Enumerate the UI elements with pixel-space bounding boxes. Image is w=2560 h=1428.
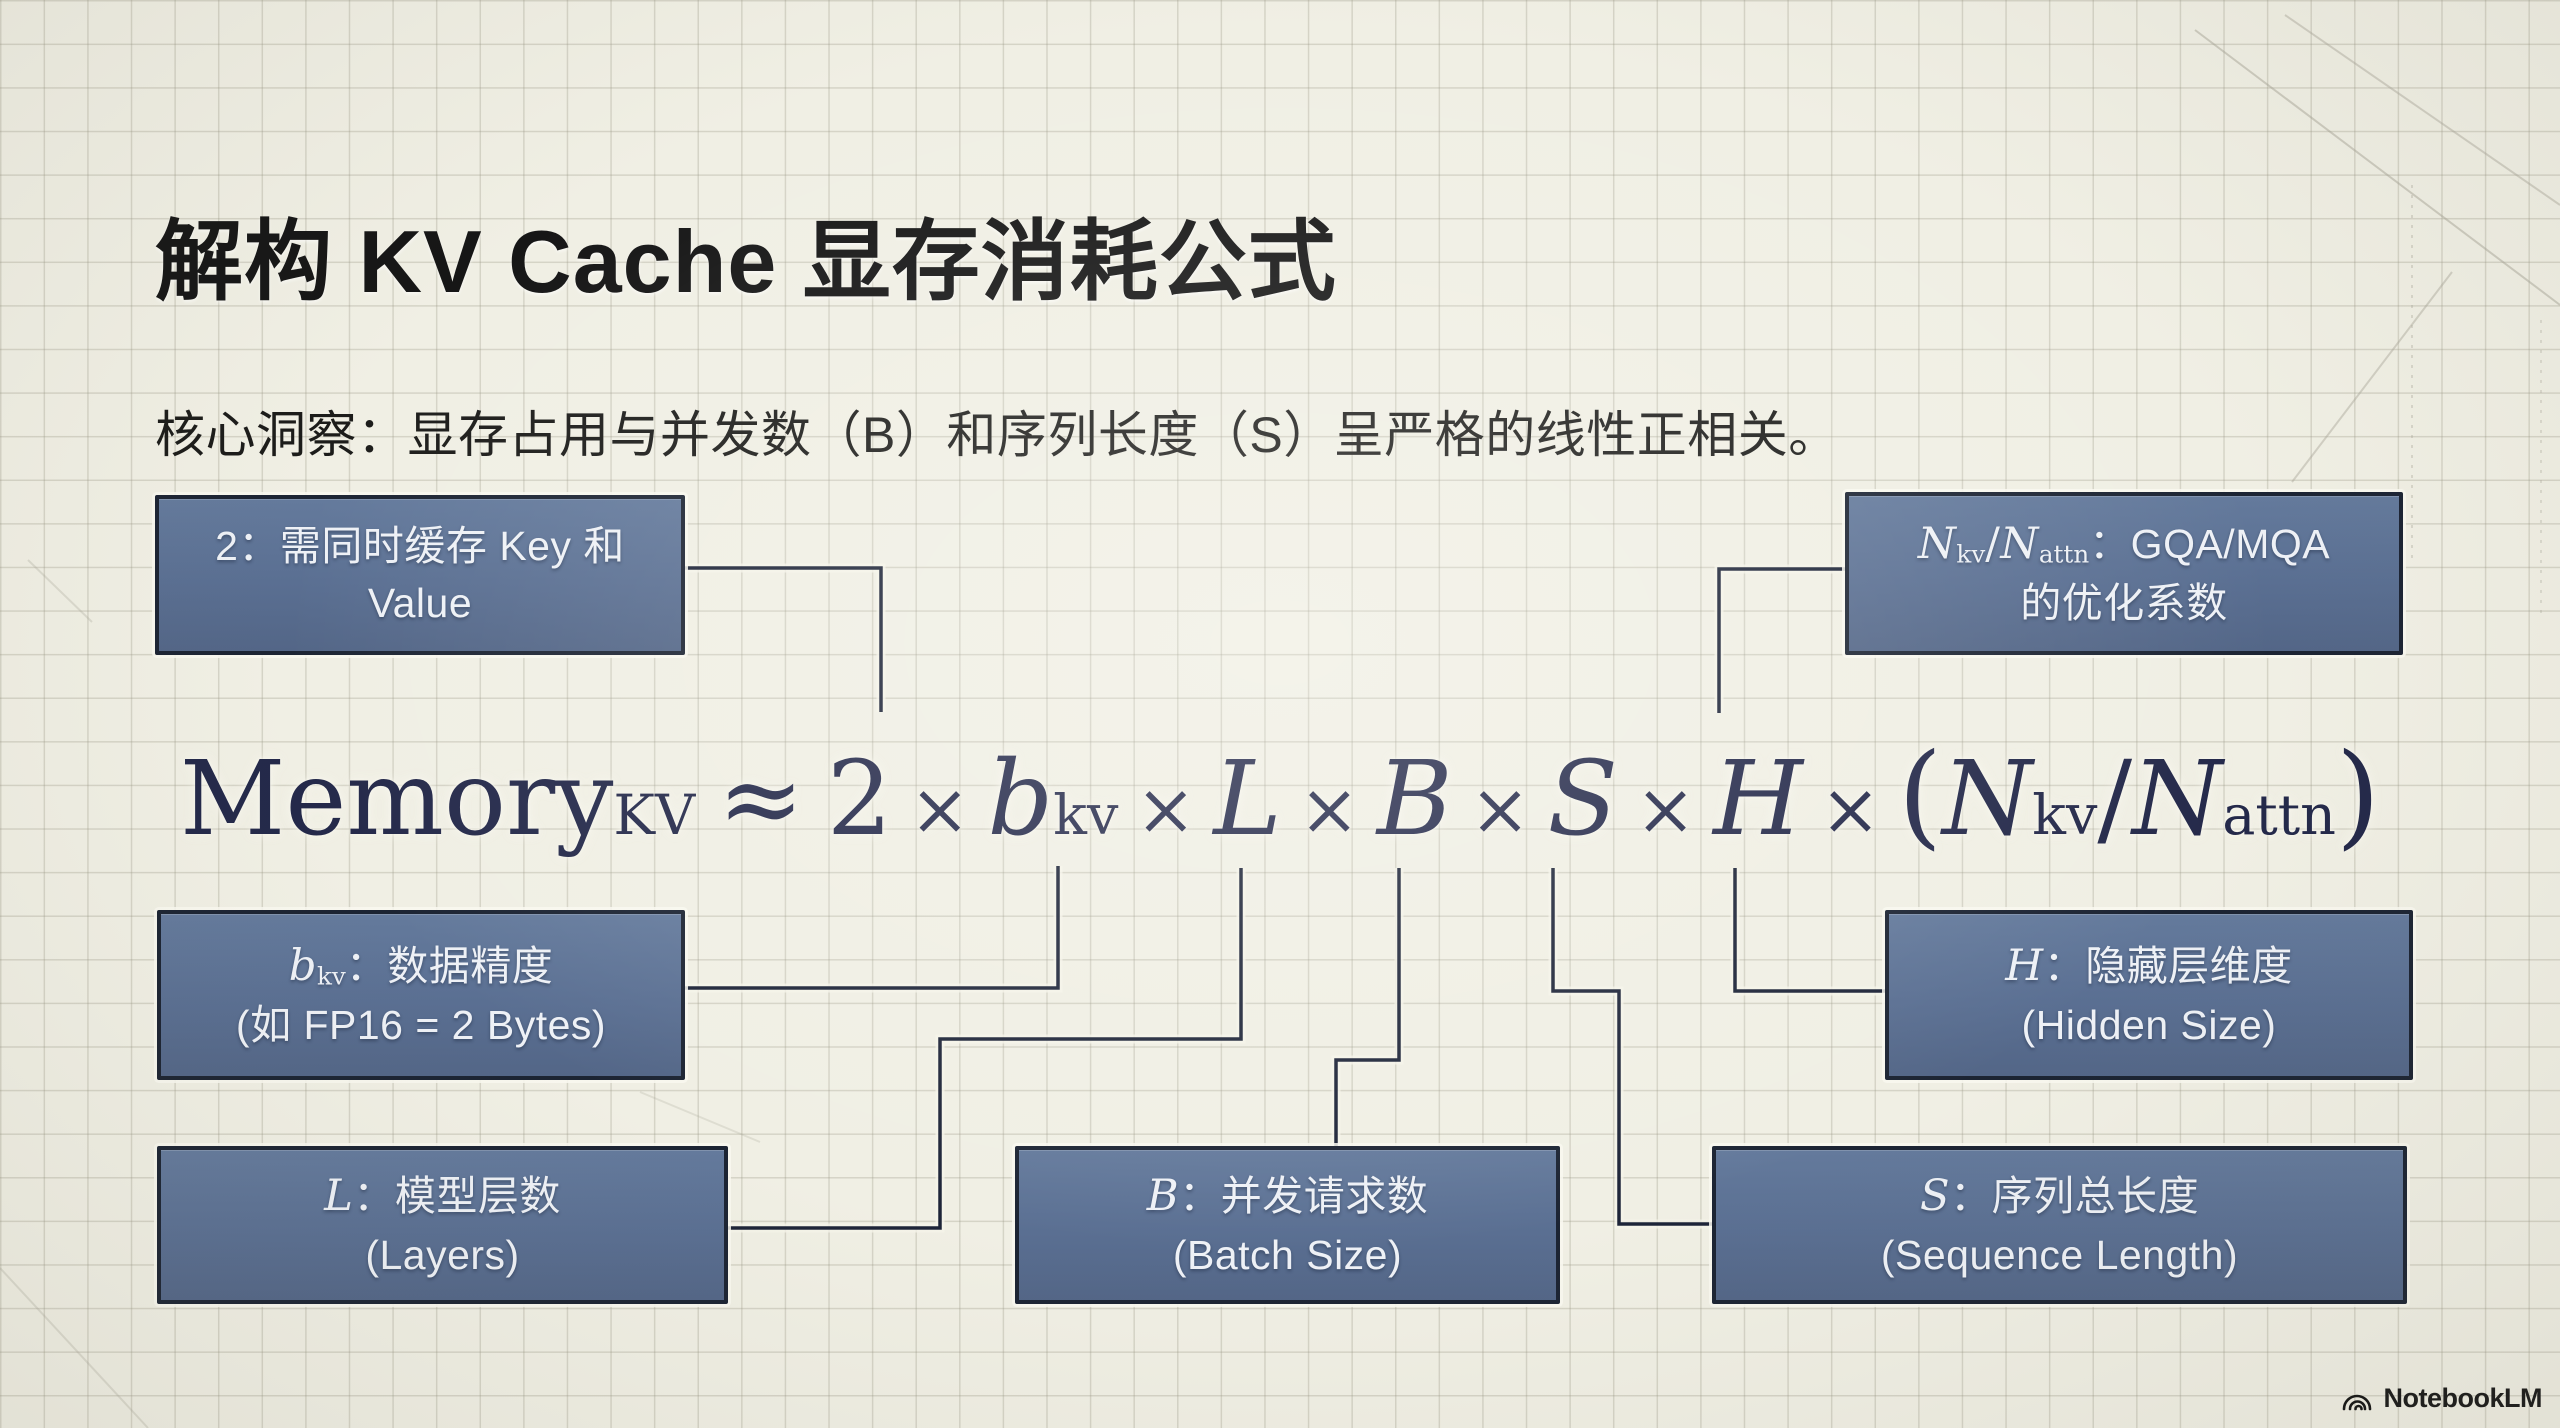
paren-close: ) — [2335, 729, 2381, 861]
formula-memory: Memory — [179, 739, 614, 859]
connector-hidden — [1733, 868, 1885, 993]
formula-L: L — [1213, 739, 1282, 859]
box-nratio-line1: Nkv/Nattn：GQA/MQA — [1917, 519, 2331, 570]
connector-bkv — [685, 866, 1060, 990]
notebooklm-watermark: NotebookLM — [2341, 1383, 2543, 1414]
formula-H: H — [1713, 739, 1803, 859]
box-bkv-line2: (如 FP16 = 2 Bytes) — [235, 1001, 607, 1048]
box-layers: L：模型层数 (Layers) — [157, 1146, 728, 1304]
box-hidden-line2: (Hidden Size) — [2021, 1001, 2277, 1048]
notebooklm-label: NotebookLM — [2383, 1383, 2543, 1413]
formula-B: B — [1376, 739, 1453, 859]
times-sign: × — [1135, 768, 1197, 852]
times-sign: × — [1299, 768, 1360, 852]
connector-factor2 — [685, 566, 883, 712]
box-seq-line1: S：序列总长度 — [1919, 1170, 2200, 1221]
times-sign: × — [1635, 768, 1696, 852]
box-factor2-line2: Value — [367, 580, 473, 626]
times-sign: × — [1469, 768, 1531, 852]
box-nratio: Nkv/Nattn：GQA/MQA 的优化系数 — [1845, 492, 2403, 655]
box-hidden-line1: H：隐藏层维度 — [2005, 940, 2293, 991]
box-layers-line2: (Layers) — [365, 1231, 520, 1278]
box-hidden: H：隐藏层维度 (Hidden Size) — [1885, 910, 2413, 1080]
sketch-lines — [0, 14, 2560, 1428]
box-seq-line2: (Sequence Length) — [1880, 1231, 2239, 1278]
box-factor2: 2：需同时缓存 Key 和 Value — [155, 495, 685, 655]
box-batch-line1: B：并发请求数 — [1146, 1170, 1429, 1221]
box-bkv: bkv：数据精度 (如 FP16 = 2 Bytes) — [157, 910, 685, 1080]
box-bkv-line1: bkv：数据精度 — [288, 940, 554, 991]
box-layers-line1: L：模型层数 — [324, 1170, 561, 1221]
box-batch-line2: (Batch Size) — [1172, 1231, 1403, 1278]
page-title: 解构 KV Cache 显存消耗公式 — [155, 211, 1337, 311]
connector-layers — [728, 868, 1243, 1230]
connector-batch — [1334, 868, 1401, 1148]
subtitle: 核心洞察：显存占用与并发数（B）和序列长度（S）呈严格的线性正相关。 — [155, 407, 1839, 463]
connector-seq — [1551, 868, 1712, 1226]
paren-open: ( — [1897, 729, 1943, 861]
formula-coef: 2 — [826, 739, 893, 859]
connectors — [685, 566, 1885, 1230]
formula-Nkv: N — [1942, 739, 2033, 859]
box-seq: S：序列总长度 (Sequence Length) — [1712, 1146, 2407, 1304]
formula-Nattn: N — [2132, 739, 2223, 859]
box-batch: B：并发请求数 (Batch Size) — [1015, 1146, 1560, 1304]
connector-halos — [685, 563, 1885, 1233]
times-sign: × — [1820, 768, 1881, 852]
formula-S: S — [1547, 739, 1619, 859]
connector-nratio — [1717, 567, 1845, 713]
times-sign: × — [909, 768, 971, 852]
formula-slash: / — [2097, 739, 2133, 859]
formula-bkv: b — [987, 739, 1054, 859]
approx-sign: ≈ — [717, 739, 805, 859]
box-nratio-line2: 的优化系数 — [2020, 580, 2228, 627]
box-factor2-line1: 2：需同时缓存 Key 和 — [215, 523, 625, 570]
notebooklm-icon — [2342, 1394, 2371, 1411]
